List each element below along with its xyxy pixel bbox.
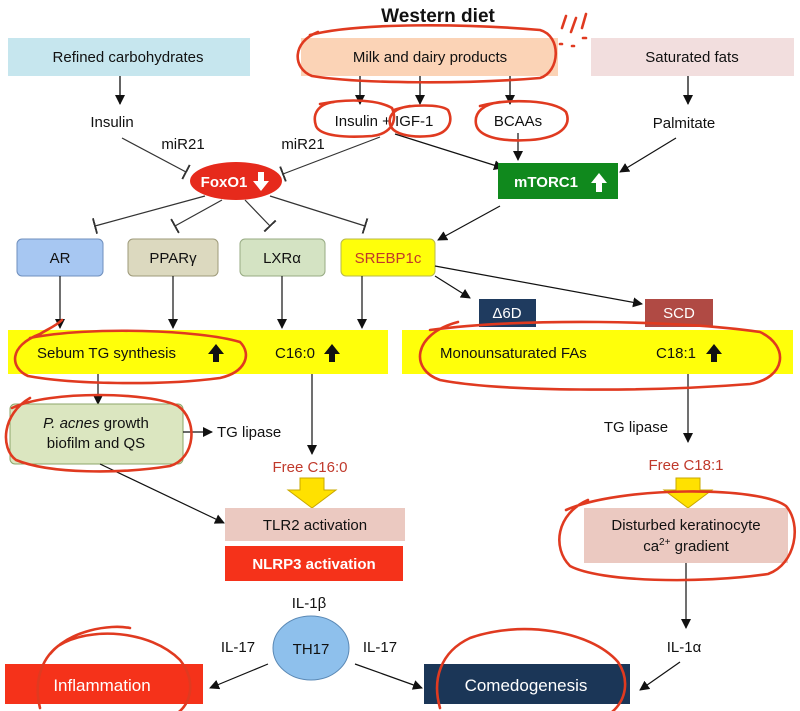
mtorc-to-srebp-arrow	[437, 205, 501, 241]
pacnes-line2: biofilm and QS	[47, 435, 145, 452]
tg-lipase-right-label: TG lipase	[604, 419, 668, 436]
keratinocyte-ca: ca	[643, 538, 660, 555]
ppar-label: PPARγ	[149, 250, 197, 267]
th17-label: TH17	[293, 641, 330, 658]
inflammation-label: Inflammation	[53, 676, 150, 695]
diagram-title: Western diet	[381, 6, 495, 27]
il1b-label: IL-1β	[292, 595, 327, 612]
refined-carbs-label: Refined carbohydrates	[53, 49, 204, 66]
il17-left-label: IL-17	[221, 639, 255, 656]
free-c160-label: Free C16:0	[272, 459, 347, 476]
lxr-label: LXRα	[263, 250, 301, 267]
c181-label: C18:1	[656, 345, 696, 362]
mtorc-input-arrows	[394, 133, 677, 173]
sebum-up-arrow-icon	[208, 344, 224, 362]
nlrp3-label: NLRP3 activation	[252, 556, 375, 573]
c181-yellow-arrow-icon	[662, 477, 714, 509]
pacnes-growth: growth	[100, 415, 149, 432]
scd-label: SCD	[663, 305, 695, 322]
annotation-mufa-circle	[418, 320, 782, 391]
comedogenesis-label: Comedogenesis	[465, 676, 588, 695]
milk-dairy-label: Milk and dairy products	[353, 49, 507, 66]
saturated-fats-label: Saturated fats	[645, 49, 738, 66]
foxo1-node	[190, 162, 282, 200]
tlr2-label: TLR2 activation	[263, 517, 367, 534]
keratinocyte-node	[584, 508, 788, 563]
srebp-label: SREBP1c	[355, 250, 422, 267]
th17-to-inflammation-arrow	[209, 663, 269, 690]
th17-node	[272, 615, 350, 681]
free-c181-label: Free C18:1	[648, 457, 723, 474]
annotation-insulin-circle	[313, 99, 396, 138]
ar-label: AR	[50, 250, 71, 267]
annotation-sebum-circle	[13, 318, 248, 385]
annotation-igf-circle	[388, 104, 452, 138]
foxo1-label: FoxO1	[201, 174, 248, 191]
annotation-inflammation-circle	[36, 625, 192, 711]
right-yellow-band	[402, 330, 793, 374]
source-arrows	[115, 76, 693, 105]
palmitate-label: Palmitate	[653, 115, 716, 132]
left-yellow-band	[8, 330, 388, 374]
keratinocyte-line2: ca2+ gradient	[643, 537, 729, 555]
mtorc1-label: mTORC1	[514, 174, 578, 191]
th17-to-comedo-arrow	[354, 663, 423, 690]
keratinocyte-superscript: 2+	[659, 537, 671, 548]
srebp-enzyme-arrows	[434, 265, 643, 308]
bcaas-label: BCAAs	[494, 113, 542, 130]
saturated-fats-box	[591, 38, 794, 76]
il17-right-label: IL-17	[363, 639, 397, 656]
pacnes-to-tlr2-arrow	[99, 463, 225, 524]
pacnes-species: P. acnes	[43, 415, 100, 432]
refined-carbs-box	[8, 38, 250, 76]
c181-up-arrow-icon	[706, 344, 722, 362]
annotation-marks	[558, 12, 588, 48]
il1a-to-comedo-arrow	[639, 661, 681, 691]
annotation-keratinocyte-circle	[558, 490, 796, 582]
sebum-synthesis-label: Sebum TG synthesis	[37, 345, 176, 362]
c160-yellow-arrow-icon	[286, 477, 338, 509]
mir21-right-label: miR21	[281, 136, 324, 153]
tlr2-node	[225, 508, 405, 541]
mtorc1-up-arrow-icon	[591, 173, 607, 192]
c160-label: C16:0	[275, 345, 315, 362]
mir21-left-label: miR21	[161, 136, 204, 153]
mufa-label: Monounsaturated FAs	[440, 345, 587, 362]
annotation-milk-circle	[296, 24, 557, 84]
milk-dairy-box	[301, 38, 558, 76]
comedogenesis-node	[424, 664, 630, 704]
d6d-label: Δ6D	[492, 305, 521, 322]
insulin-label: Insulin	[90, 114, 133, 131]
c160-up-arrow-icon	[324, 344, 340, 362]
foxo1-down-arrow-icon	[253, 172, 269, 191]
nlrp3-node	[225, 546, 403, 581]
annotation-comedo-circle	[435, 627, 627, 711]
srebp-node	[340, 238, 436, 277]
insulin-igf1-label: Insulin + IGF-1	[335, 113, 434, 130]
keratinocyte-gradient: gradient	[670, 538, 729, 555]
keratinocyte-line1: Disturbed keratinocyte	[611, 517, 760, 534]
il1a-label: IL-1α	[667, 639, 702, 656]
handdrawn-annotations	[4, 12, 796, 711]
pacnes-line1: P. acnes growth	[43, 415, 149, 432]
annotation-pacnes-circle	[4, 393, 193, 473]
pacnes-node	[9, 403, 184, 465]
inhibition-lines-upper	[121, 136, 381, 182]
tg-lipase-left-label: TG lipase	[217, 424, 281, 441]
annotation-bcaas-circle	[474, 99, 569, 142]
inhibition-lines-lower	[91, 195, 369, 234]
tf-to-band-arrows	[55, 276, 367, 329]
